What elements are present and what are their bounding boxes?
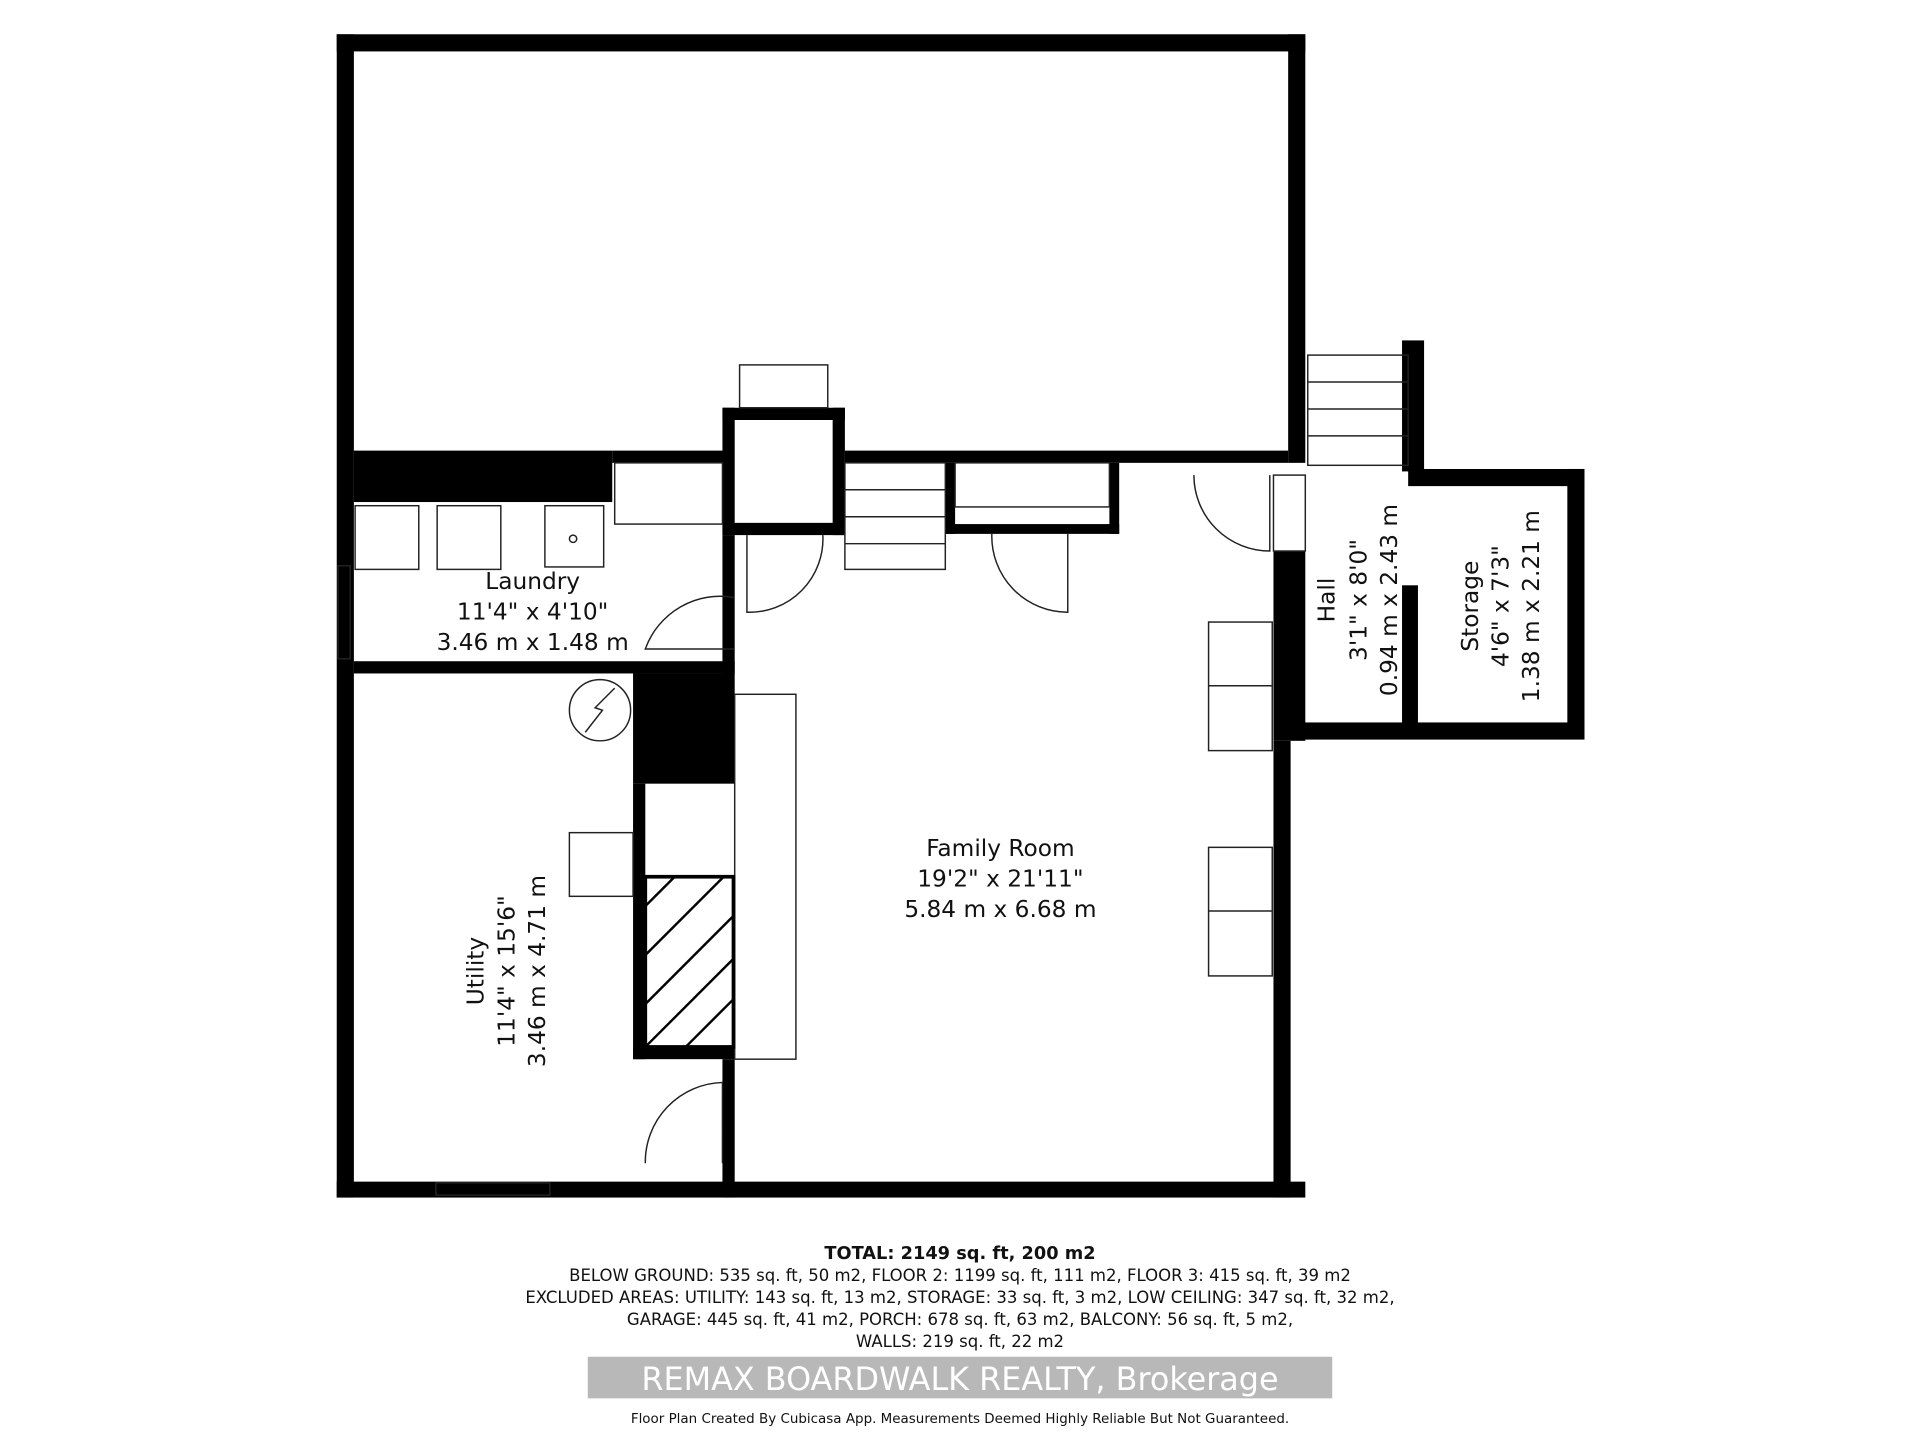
room-imperial: 19'2" x 21'11" [917, 866, 1083, 893]
area-line: EXCLUDED AREAS: UTILITY: 143 sq. ft, 13 … [525, 1288, 1394, 1307]
room-metric: 5.84 m x 6.68 m [904, 896, 1096, 923]
area-line: BELOW GROUND: 535 sq. ft, 50 m2, FLOOR 2… [569, 1266, 1351, 1285]
room-name: Family Room [926, 835, 1074, 862]
room-metric: 3.46 m x 4.71 m [524, 875, 551, 1067]
fixtures [337, 354, 1409, 1196]
area-line: WALLS: 219 sq. ft, 22 m2 [856, 1332, 1064, 1351]
area-summary: TOTAL: 2149 sq. ft, 200 m2 BELOW GROUND:… [525, 1244, 1394, 1427]
room-labels: Laundry 11'4" x 4'10" 3.46 m x 1.48 m Ut… [437, 504, 1546, 1067]
room-name: Storage [1457, 561, 1484, 652]
room-metric: 1.38 m x 2.21 m [1518, 510, 1545, 702]
area-line: GARAGE: 445 sq. ft, 41 m2, PORCH: 678 sq… [627, 1310, 1293, 1329]
room-imperial: 4'6" x 7'3" [1488, 545, 1515, 667]
disclaimer: Floor Plan Created By Cubicasa App. Meas… [631, 1412, 1289, 1427]
room-metric: 0.94 m x 2.43 m [1376, 504, 1403, 696]
room-imperial: 3'1" x 8'0" [1346, 539, 1373, 661]
room-imperial: 11'4" x 4'10" [457, 599, 608, 626]
room-family-room: Family Room 19'2" x 21'11" 5.84 m x 6.68… [904, 835, 1096, 923]
watermark: REMAX BOARDWALK REALTY, Brokerage [641, 1360, 1278, 1398]
room-hall: Hall 3'1" x 8'0" 0.94 m x 2.43 m [1314, 504, 1403, 696]
room-metric: 3.46 m x 1.48 m [437, 629, 629, 656]
watermark-band [587, 1356, 1333, 1399]
room-utility: Utility 11'4" x 15'6" 3.46 m x 4.71 m [463, 875, 551, 1067]
room-imperial: 11'4" x 15'6" [493, 895, 520, 1046]
room-name: Laundry [485, 568, 580, 595]
room-laundry: Laundry 11'4" x 4'10" 3.46 m x 1.48 m [437, 568, 629, 656]
room-name: Hall [1314, 578, 1341, 623]
room-storage: Storage 4'6" x 7'3" 1.38 m x 2.21 m [1457, 510, 1545, 702]
total-area: TOTAL: 2149 sq. ft, 200 m2 [824, 1244, 1095, 1264]
room-name: Utility [463, 937, 490, 1006]
